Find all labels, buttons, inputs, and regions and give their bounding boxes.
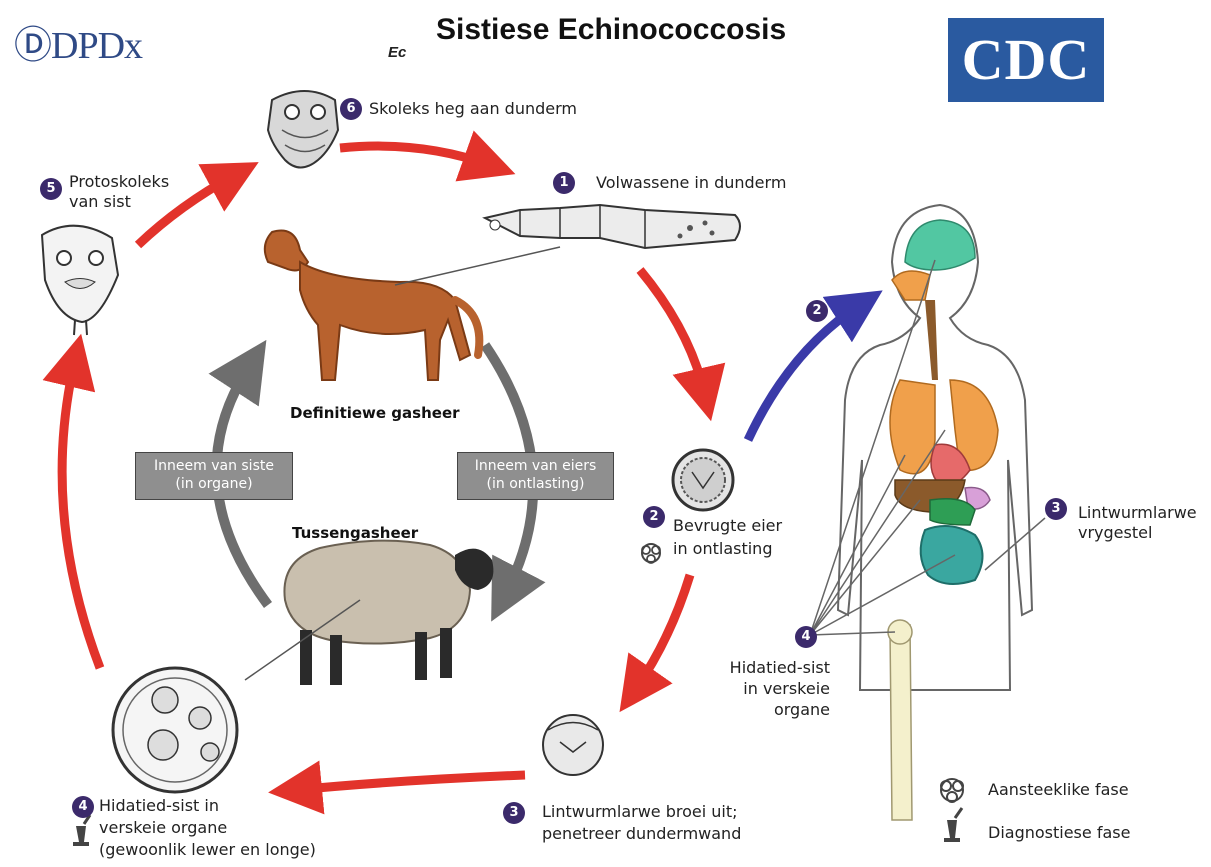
- stage-5-label-line1: Protoskoleks: [69, 172, 169, 192]
- stage-4-human-label-line2: in verskeie: [724, 679, 830, 699]
- partial-title-text: Ec: [388, 44, 406, 61]
- ingestion-of-cysts-line1: Inneem van siste: [140, 457, 288, 475]
- stage-5-badge: 5: [40, 178, 62, 200]
- arrow-6-to-1: [340, 146, 490, 165]
- definitive-host-label: Definitiewe gasheer: [290, 404, 460, 422]
- ingestion-of-eggs-line2: (in ontlasting): [462, 475, 609, 493]
- stage-3-label-line2: penetreer dundermwand: [542, 824, 741, 844]
- ingestion-of-cysts-box: Inneem van siste (in organe): [135, 452, 293, 500]
- arrow-2-to-3: [635, 575, 690, 690]
- page-title: Sistiese Echinococcosis: [436, 13, 786, 47]
- arrow-1-to-2: [640, 270, 705, 395]
- legend-infective-label: Aansteeklike fase: [988, 780, 1129, 800]
- ingestion-of-eggs-line1: Inneem van eiers: [462, 457, 609, 475]
- microscope-icon-legend: [944, 808, 962, 842]
- hydatid-cyst-drawing: [113, 668, 237, 792]
- scolex-drawing: [268, 91, 338, 168]
- stage-6-badge: 6: [340, 98, 362, 120]
- ingestion-of-eggs-box: Inneem van eiers (in ontlasting): [457, 452, 614, 500]
- adult-worm-drawing: [485, 205, 740, 248]
- oncosphere-drawing: [543, 715, 603, 775]
- dpdx-logo: ⒹDPDx: [14, 14, 142, 69]
- protoscolex-drawing: [42, 226, 118, 335]
- stage-2-human-badge: 2: [806, 300, 828, 322]
- stage-1-badge: 1: [553, 172, 575, 194]
- microscope-icon-stage4: [73, 815, 90, 846]
- dog-drawing: [265, 230, 560, 380]
- stage-3-human-label-line1: Lintwurmlarwe: [1078, 503, 1197, 523]
- stage-4-label-line1: Hidatied-sist in: [99, 796, 219, 816]
- egg-drawing: [673, 450, 733, 510]
- stage-2-label-line1: Bevrugte eier: [673, 516, 782, 536]
- human-drawing: [810, 205, 1045, 820]
- biohazard-icon-legend: [941, 779, 963, 802]
- stage-4-human-badge: 4: [795, 626, 817, 648]
- arrow-blue-to-human: [748, 305, 860, 440]
- stage-3-label-line1: Lintwurmlarwe broei uit;: [542, 802, 738, 822]
- stage-2-badge: 2: [643, 506, 665, 528]
- sheep-drawing: [245, 541, 493, 685]
- stage-4-human-label-line1: Hidatied-sist: [724, 658, 830, 678]
- cdc-logo: CDC: [948, 18, 1104, 102]
- stage-4-human-label-line3: organe: [724, 700, 830, 720]
- stage-4-label-line3: (gewoonlik lewer en longe): [99, 840, 316, 860]
- arrow-4-to-5: [62, 360, 100, 668]
- stage-3-human-label-line2: vrygestel: [1078, 523, 1152, 543]
- stage-4-label-line2: verskeie organe: [99, 818, 227, 838]
- stage-3-human-badge: 3: [1045, 498, 1067, 520]
- biohazard-icon-stage2: [642, 544, 660, 563]
- stage-2-label-line2: in ontlasting: [673, 539, 772, 559]
- arrow-3-to-4: [295, 775, 525, 790]
- stage-5-label-line2: van sist: [69, 192, 131, 212]
- stage-3-badge: 3: [503, 802, 525, 824]
- legend-diagnostic-label: Diagnostiese fase: [988, 823, 1130, 843]
- stage-4-badge: 4: [72, 796, 94, 818]
- stage-1-label: Volwassene in dunderm: [596, 173, 786, 193]
- ingestion-of-cysts-line2: (in organe): [140, 475, 288, 493]
- intermediate-host-label: Tussengasheer: [292, 524, 418, 542]
- stage-6-label: Skoleks heg aan dunderm: [369, 99, 577, 119]
